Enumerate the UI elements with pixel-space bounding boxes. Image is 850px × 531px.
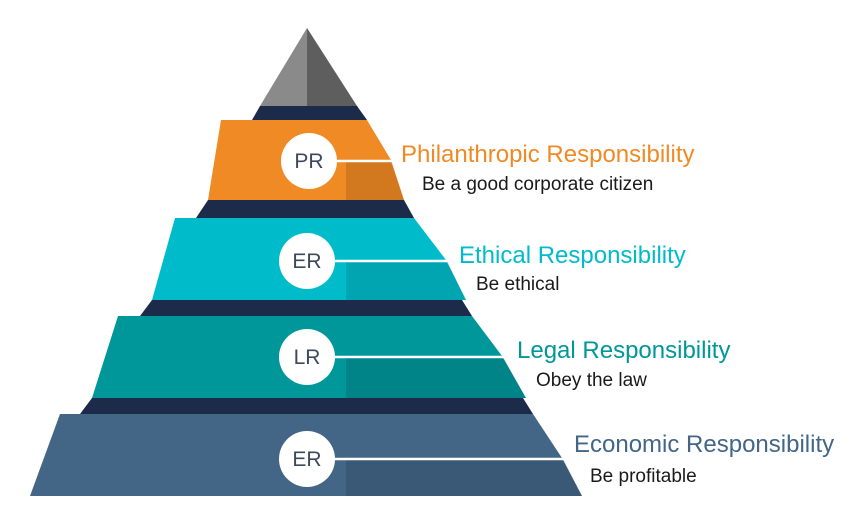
tier-desc-legal: Obey the law — [536, 370, 647, 391]
pyramid-tier-economic: ER Economic Responsibility Be profitable — [30, 414, 834, 496]
tier-title-economic: Economic Responsibility — [574, 431, 834, 458]
tier-title-ethical: Ethical Responsibility — [459, 242, 686, 269]
tier-band-shade-ethical — [346, 262, 466, 300]
tier-band-shade-legal — [346, 358, 526, 398]
tier-abbr-economic: ER — [292, 448, 321, 471]
pyramid-tier-legal: LR Legal Responsibility Obey the law — [92, 316, 730, 398]
tier-badge-economic — [279, 431, 335, 487]
tier-badge-legal — [279, 329, 335, 385]
pyramid-gap-1 — [252, 106, 367, 120]
pyramid-tier-philanthropic: PR Philanthropic Responsibility Be a goo… — [208, 120, 694, 200]
tier-abbr-philanthropic: PR — [294, 150, 323, 173]
tier-badge-ethical — [279, 233, 335, 289]
pyramid-gap-2 — [196, 200, 414, 218]
pyramid-gap-4 — [80, 398, 533, 414]
pyramid-apex-left — [260, 28, 307, 106]
tier-band-shade-philanthropic — [346, 162, 404, 200]
tier-abbr-legal: LR — [294, 346, 321, 369]
tier-desc-economic: Be profitable — [590, 466, 697, 487]
pyramid-gap-3 — [140, 300, 472, 316]
pyramid-apex-right — [307, 28, 357, 106]
tier-badge-philanthropic — [281, 133, 337, 189]
tier-band-shade-economic — [346, 460, 582, 496]
tier-desc-philanthropic: Be a good corporate citizen — [422, 174, 653, 195]
tier-desc-ethical: Be ethical — [476, 274, 559, 295]
tier-abbr-ethical: ER — [292, 250, 321, 273]
tier-title-philanthropic: Philanthropic Responsibility — [401, 141, 694, 168]
tier-title-legal: Legal Responsibility — [517, 337, 730, 364]
pyramid-tier-ethical: ER Ethical Responsibility Be ethical — [152, 218, 686, 300]
